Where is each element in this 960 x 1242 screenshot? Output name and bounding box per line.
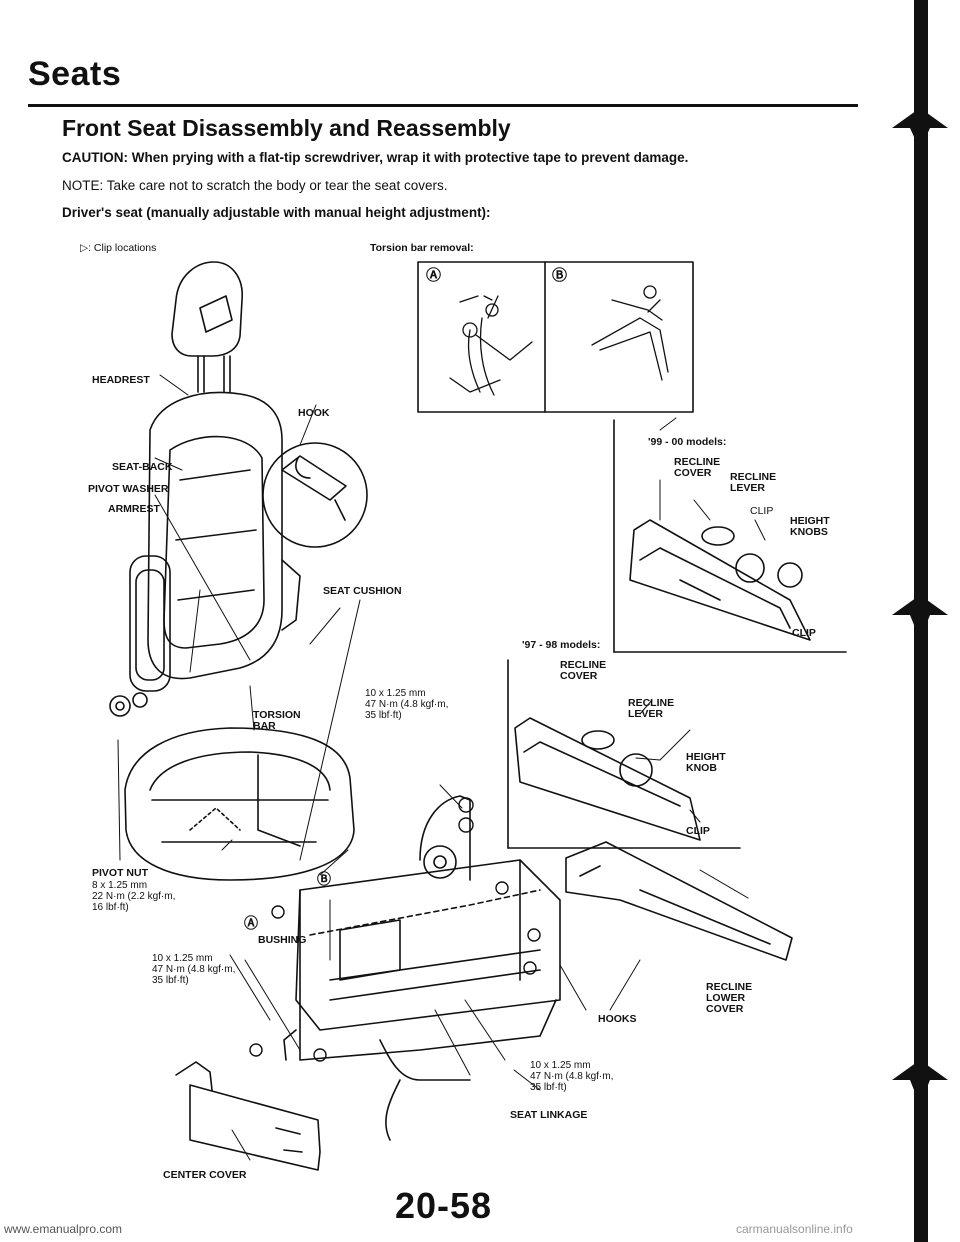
label-bushing: BUSHING <box>258 934 307 946</box>
torsion-wire-art <box>309 889 541 936</box>
ref-a-marker: Ⓐ <box>244 915 258 931</box>
note-line: NOTE: Take care not to scratch the body … <box>62 178 447 193</box>
label-seat-cushion: SEAT CUSHION <box>323 585 402 597</box>
spec-pivot-nut: 8 x 1.25 mm 22 N·m (2.2 kgf·m, 16 lbf·ft… <box>92 880 176 913</box>
panel-b-marker: Ⓑ <box>552 267 568 284</box>
section-title: Seats <box>28 55 122 93</box>
spec-bolt-top: 10 x 1.25 mm 47 N·m (4.8 kgf·m, 35 lbf·f… <box>365 688 449 721</box>
label-armrest: ARMREST <box>108 503 160 515</box>
torsion-bar-art <box>257 754 301 847</box>
torsion-panel-frame <box>417 261 694 413</box>
page-number: 20-58 <box>395 1185 493 1226</box>
ref-b-marker: Ⓑ <box>317 871 331 887</box>
models-99-height-knobs: HEIGHT KNOBS <box>790 515 830 538</box>
caution-line: CAUTION: When prying with a flat-tip scr… <box>62 150 688 165</box>
models-97-title: '97 - 98 models: <box>522 639 601 651</box>
spec-bolt-left: 10 x 1.25 mm 47 N·m (4.8 kgf·m, 35 lbf·f… <box>152 953 236 986</box>
models-99-clip: CLIP <box>750 505 774 517</box>
source-url[interactable]: www.emanualpro.com <box>0 1222 127 1236</box>
models-97-recline-cover: RECLINE COVER <box>560 659 607 682</box>
seat-frame-art <box>283 795 561 1141</box>
label-recline-lower-cover: RECLINE LOWER COVER <box>706 981 753 1015</box>
leader-lines <box>117 374 766 1161</box>
label-hooks: HOOKS <box>598 1013 637 1025</box>
note-text: Take care not to scratch the body or tea… <box>106 178 448 193</box>
label-seat-back: SEAT-BACK <box>112 461 173 473</box>
models-99-title: '99 - 00 models: <box>648 436 727 448</box>
seat-cushion-art <box>124 727 355 881</box>
seat-back-art <box>147 391 301 680</box>
models-99-recline-lever: RECLINE LEVER <box>730 471 777 494</box>
caution-text: When prying with a flat-tip screwdriver,… <box>131 150 689 165</box>
panel-a-marker: Ⓐ <box>426 267 442 284</box>
binding-edge <box>914 0 928 1242</box>
torsion-panel-b-art <box>591 285 669 381</box>
models-97-recline-art <box>514 717 701 841</box>
label-torsion-bar: TORSION BAR <box>253 709 301 732</box>
label-hook: HOOK <box>298 407 330 419</box>
models-97-clip: CLIP <box>686 825 710 837</box>
spec-bolt-right: 10 x 1.25 mm 47 N·m (4.8 kgf·m, 35 lbf·f… <box>530 1060 614 1093</box>
label-pivot-nut: PIVOT NUT <box>92 867 149 879</box>
header-rule <box>28 104 858 107</box>
headrest-art <box>171 261 243 393</box>
page-title: Front Seat Disassembly and Reassembly <box>62 115 511 141</box>
hook-detail-art <box>262 442 368 548</box>
torsion-panel-a-art <box>449 295 533 396</box>
center-cover-art <box>175 1061 321 1171</box>
models-97-recline-lever: RECLINE LEVER <box>628 697 675 720</box>
pivot-washer-art <box>109 692 148 717</box>
label-pivot-washer: PIVOT WASHER <box>88 483 169 495</box>
bolt-icons <box>249 797 541 1062</box>
torsion-removal-title: Torsion bar removal: <box>370 242 474 254</box>
label-headrest: HEADREST <box>92 374 150 386</box>
watermark: carmanualsonline.info <box>736 1222 853 1236</box>
models-99-clip-bottom: CLIP <box>792 627 816 639</box>
caution-label: CAUTION: <box>62 150 128 165</box>
clip-legend: ▷: Clip locations <box>80 242 157 254</box>
models-99-recline-art <box>629 519 811 641</box>
recline-lower-cover-art <box>565 841 793 961</box>
armrest-art <box>129 555 171 692</box>
models-99-recline-cover: RECLINE COVER <box>674 456 721 479</box>
label-center-cover: CENTER COVER <box>163 1169 247 1181</box>
models-97-height-knob: HEIGHT KNOB <box>686 751 726 774</box>
label-seat-linkage: SEAT LINKAGE <box>510 1109 588 1121</box>
subheading: Driver's seat (manually adjustable with … <box>62 205 491 220</box>
note-label: NOTE: <box>62 178 104 193</box>
